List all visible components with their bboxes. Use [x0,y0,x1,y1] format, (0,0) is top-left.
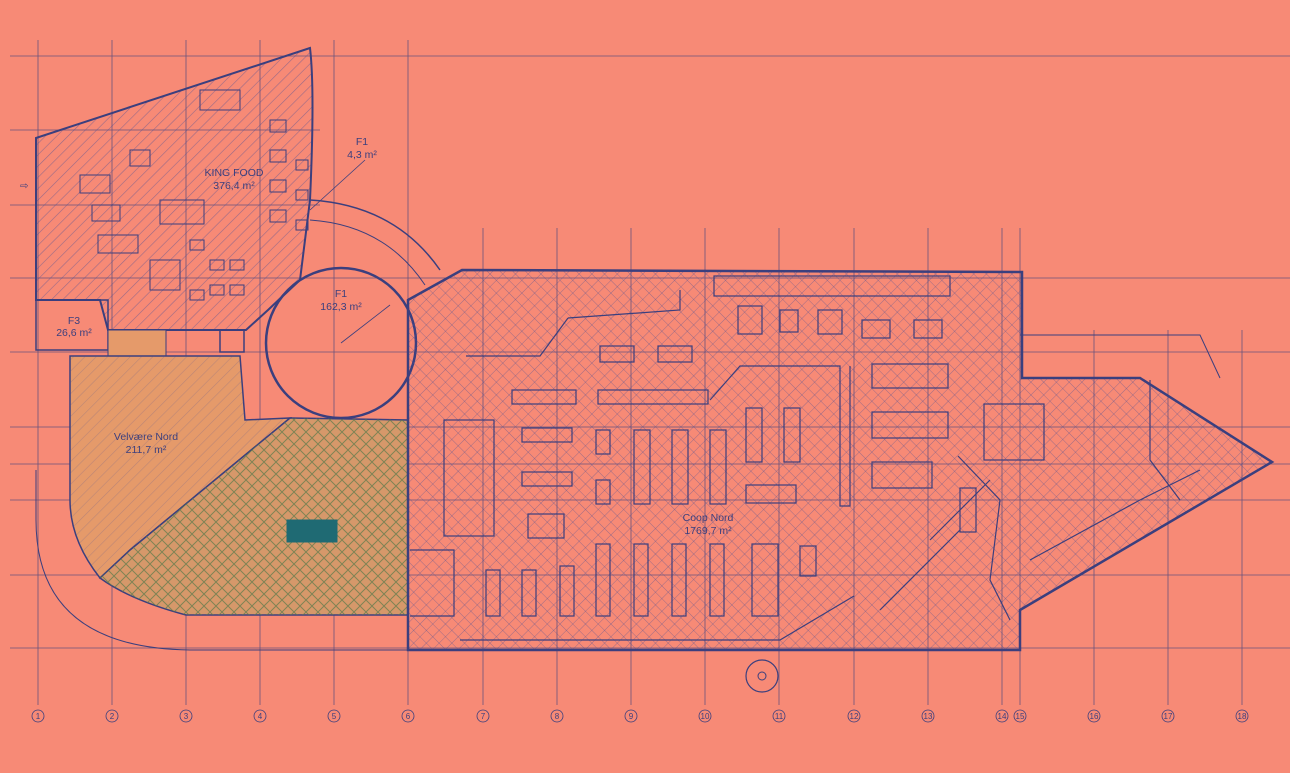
axis-label: 4 [258,712,263,721]
axis-label: 11 [775,712,784,721]
f1-small-leader [309,159,366,211]
king-food-area: 376,4 m² [213,180,255,192]
f1-round-area: 162,3 m² [320,301,362,313]
axis-label: 17 [1164,712,1173,721]
coop-area: 1769,7 m² [684,525,732,537]
velvaere-area: 211,7 m² [126,444,167,456]
spiral-stair [745,659,779,693]
axis-label: 3 [184,712,189,721]
f3-area: 26,6 m² [56,327,92,339]
velvaere-name: Velvære Nord [114,431,178,443]
velvaere-hatch [70,356,290,578]
coop-shelving [410,275,1201,641]
f1-round-name: F1 [335,288,347,300]
spiral-stair-inner [757,671,767,681]
f1-arc-inner [309,219,426,286]
service-block [219,329,245,353]
axis-label: 14 [998,712,1007,721]
f1-leader [340,304,391,344]
axis-label: 1 [36,712,41,721]
axis-label: 7 [481,712,486,721]
axis-markers [31,709,1249,723]
axis-label: 15 [1016,712,1025,721]
axis-label: 5 [332,712,337,721]
entrance-arrow-icon: ⇨ [20,181,28,192]
service-block [107,329,167,357]
axis-label: 6 [406,712,411,721]
axis-label: 10 [701,712,710,721]
axis-label: 16 [1090,712,1099,721]
room-f3 [35,299,109,351]
axis-label: 18 [1238,712,1247,721]
axis-label: 8 [555,712,560,721]
axis-label: 13 [924,712,933,721]
f3-name: F3 [68,315,80,327]
axis-label: 9 [629,712,634,721]
f1-arc [309,199,441,271]
coop-entry-zone [1020,334,1221,379]
terrace-outline [35,470,408,651]
f1-small-name: F1 [356,136,368,148]
king-food-name: KING FOOD [205,167,264,179]
axis-label: 12 [850,712,859,721]
room-king-food [35,46,314,331]
fountain [286,519,338,543]
axis-label: 2 [110,712,115,721]
king-food-furniture [79,89,309,301]
green-zone-pattern [100,418,408,615]
coop-name: Coop Nord [683,512,734,524]
f1-small-area: 4,3 m² [347,149,377,161]
